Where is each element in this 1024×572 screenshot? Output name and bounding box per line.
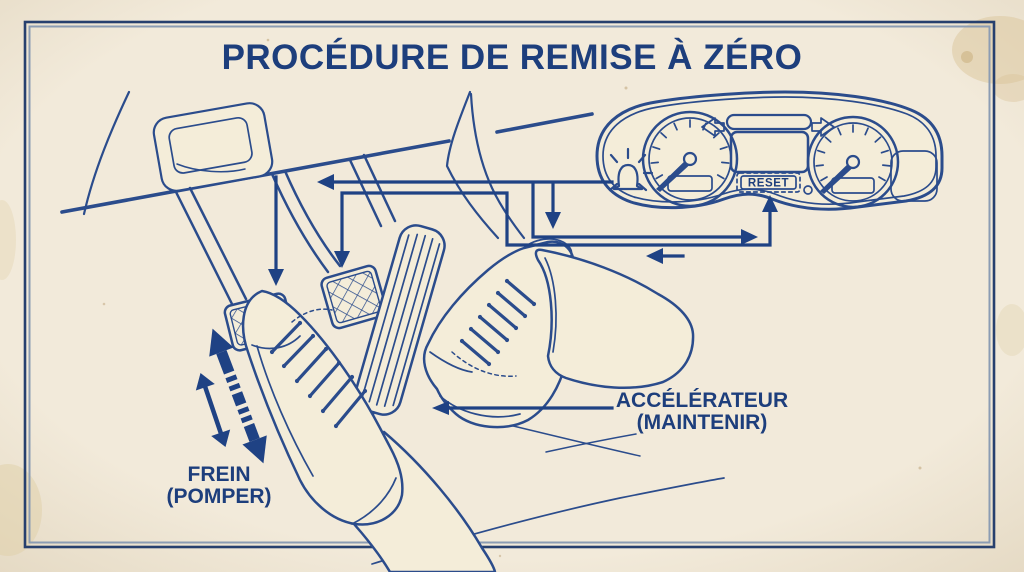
- instrument-cluster: RESET: [595, 90, 944, 211]
- right-gauge-ticks: [815, 124, 891, 182]
- flow-arrows: [268, 174, 778, 415]
- accelerator-label-line1: ACCÉLÉRATEUR: [616, 389, 788, 412]
- thin-pump-arrow-icon: [195, 373, 231, 447]
- arrow-left-small: [646, 248, 685, 264]
- brake-pedal: [320, 264, 388, 330]
- left-shoe: [241, 289, 404, 526]
- right-shoe: [422, 238, 578, 429]
- accelerator-label-line2: (MAINTENIR): [637, 411, 768, 434]
- path-brake-to-reset: [334, 191, 778, 268]
- accelerator-label: ACCÉLÉRATEUR (MAINTENIR): [616, 389, 788, 434]
- turn-signal-left-arrow-icon: [701, 117, 725, 137]
- path-lamp-to-reset: [531, 181, 758, 245]
- arrow-accelerator-leader: [432, 401, 614, 415]
- turn-signal-right-arrow-icon: [811, 117, 835, 137]
- double-headed-pump-arrow-icon: [209, 328, 267, 464]
- right-gauge-odometer: [831, 177, 875, 194]
- paper-stains: [0, 16, 1024, 558]
- border-frame: [23, 20, 996, 549]
- arrow-down-clutch: [268, 175, 284, 286]
- trip-knob: [803, 185, 813, 195]
- reset-button-label: RESET: [748, 178, 789, 190]
- arrow-down-short: [545, 182, 561, 229]
- pump-arrows: [195, 328, 267, 464]
- left-shoe-laces: [270, 321, 367, 428]
- arrow-lamp-to-pedals: [317, 174, 614, 190]
- left-gauge-odometer: [667, 175, 713, 192]
- brake-label-line1: FREIN: [188, 463, 251, 486]
- brake-warning-lamp-icon: [608, 147, 654, 192]
- right-shoe-eyelets: [459, 278, 537, 367]
- fuel-display-panel: [890, 150, 938, 202]
- accelerator-pedal: [354, 224, 446, 435]
- dashboard-underside: [60, 90, 594, 240]
- left-shoe-eyelets: [269, 320, 368, 429]
- brake-label: FREIN (POMPER): [167, 463, 272, 508]
- center-display: [729, 130, 810, 174]
- knee-and-shin: [445, 90, 526, 240]
- fuse-panel-cutout: [152, 102, 274, 192]
- reset-button: RESET: [736, 172, 801, 193]
- cluster-top-pill: [725, 113, 813, 131]
- brake-label-line2: (POMPER): [167, 485, 272, 508]
- right-shoe-laces: [460, 279, 536, 366]
- page-title: PROCÉDURE DE REMISE À ZÉRO: [222, 37, 803, 77]
- right-leg: [534, 248, 695, 389]
